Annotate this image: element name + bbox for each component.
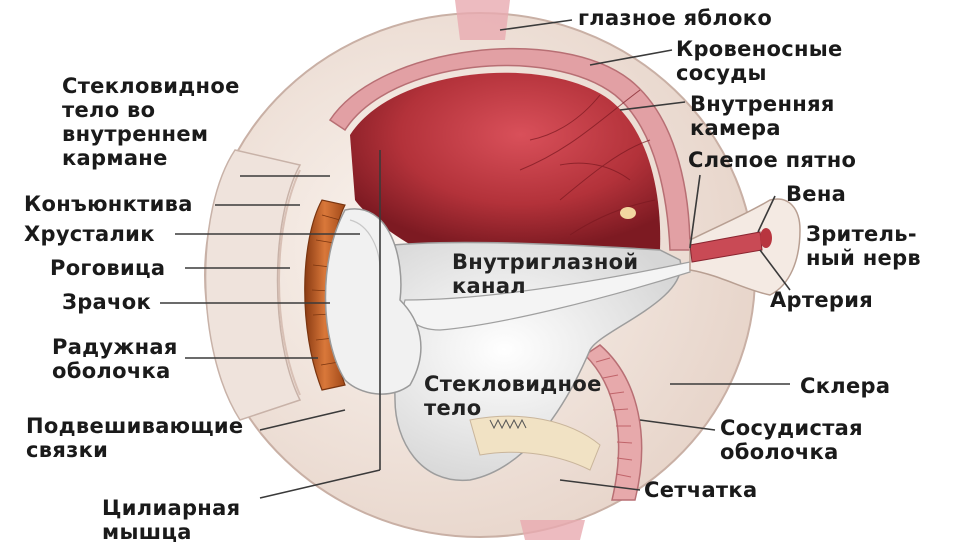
label-sclera: Склера [800,374,890,398]
label-cornea: Роговица [50,256,165,280]
artery-cut [760,228,772,248]
label-pupil: Зрачок [62,290,151,314]
label-eyeball: глазное яблоко [578,6,772,30]
label-conjunctiva: Конъюнктива [24,192,193,216]
optic-disc [620,207,636,219]
label-blind-spot: Слепое пятно [688,148,856,172]
top-vessel [455,0,510,40]
bottom-vessel [520,520,585,540]
label-optic-nerve: Зритель-ный нерв [806,222,921,270]
label-vein: Вена [786,182,846,206]
label-lens: Хрусталик [24,222,155,246]
label-artery: Артерия [770,288,873,312]
label-retina: Сетчатка [644,478,757,502]
